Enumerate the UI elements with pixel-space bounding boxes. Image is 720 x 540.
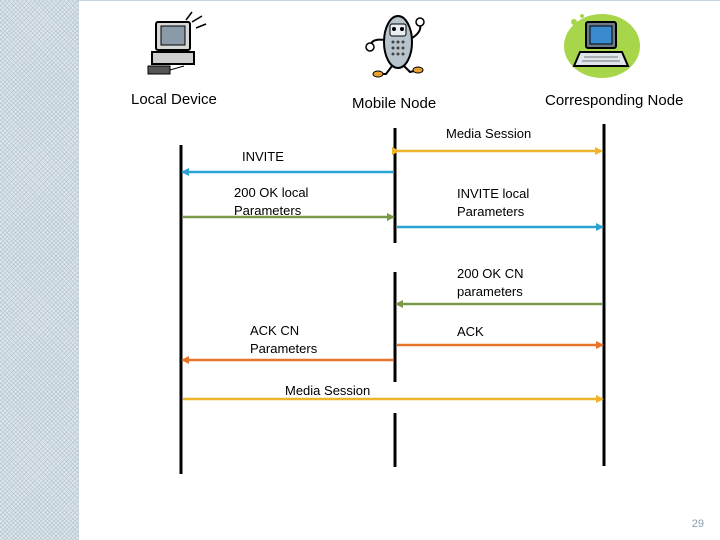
label-media-session-bottom: Media Session <box>285 383 371 398</box>
label-invite-local-line1: INVITE local <box>457 186 530 201</box>
label-200-ok-local: 200 OK local Parameters <box>234 184 308 220</box>
frame-top-border <box>78 0 720 1</box>
label-ack-cn-line1: ACK CN <box>250 323 300 338</box>
label-200-ok-cn-line2: parameters <box>457 284 523 299</box>
label-ack-cn-parameters: ACK CN Parameters <box>250 322 317 358</box>
decorative-side-strip <box>0 0 78 540</box>
node-label-corresponding-node: Corresponding Node <box>545 92 684 109</box>
laptop-icon <box>564 14 640 78</box>
label-ack-cn-line2: Parameters <box>250 341 318 356</box>
label-media-session-top: Media Session <box>446 126 532 141</box>
cartoon-cellphone-icon <box>365 15 425 78</box>
frame-divider <box>78 0 79 540</box>
label-ack: ACK <box>457 324 484 339</box>
node-label-local-device: Local Device <box>131 91 217 108</box>
label-invite-local-line2: Parameters <box>457 204 525 219</box>
node-label-mobile-node: Mobile Node <box>352 95 437 112</box>
label-invite-local-parameters: INVITE local Parameters <box>457 185 529 221</box>
label-invite: INVITE <box>242 149 284 164</box>
desktop-computer-icon <box>147 11 207 75</box>
label-200-ok-cn-line1: 200 OK CN <box>457 266 524 281</box>
label-200-ok-local-line2: Parameters <box>234 203 302 218</box>
label-200-ok-cn: 200 OK CN parameters <box>457 265 523 301</box>
page-number: 29 <box>691 518 704 530</box>
label-200-ok-local-line1: 200 OK local <box>234 185 309 200</box>
